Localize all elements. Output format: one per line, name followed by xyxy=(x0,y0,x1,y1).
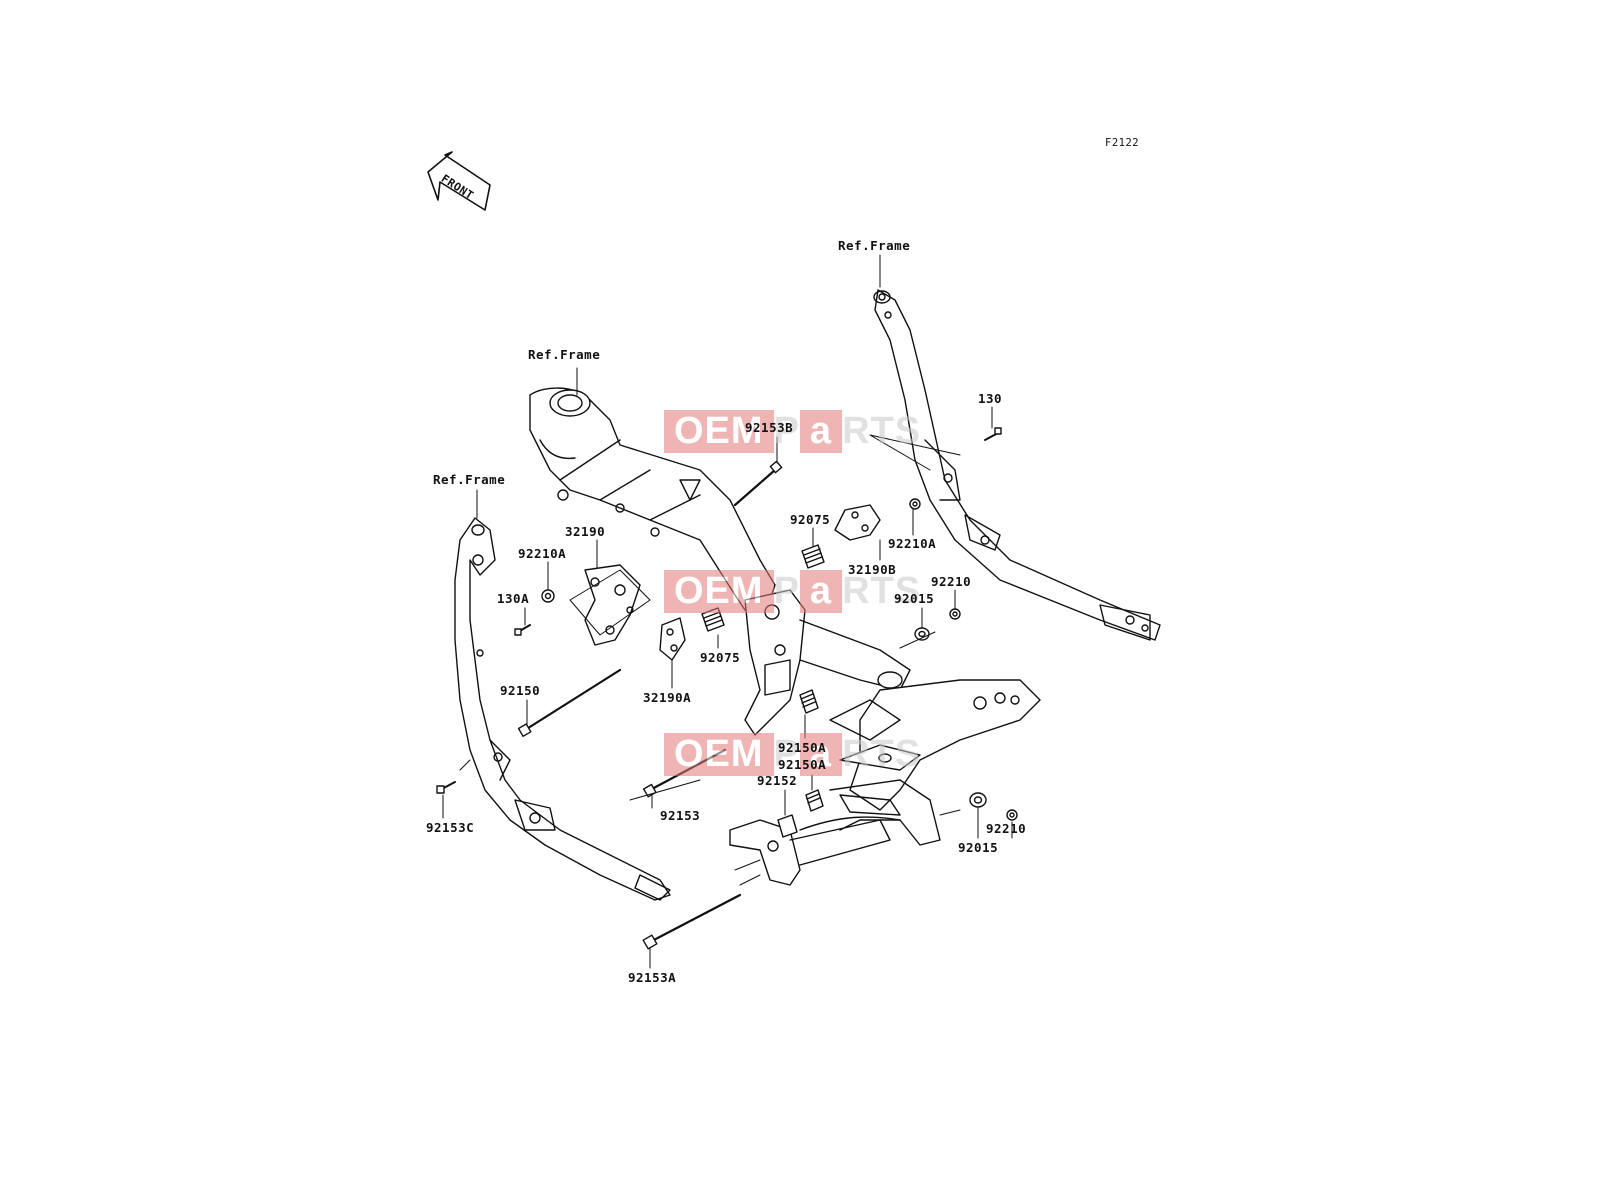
part-label-92210: 92210 xyxy=(931,574,972,589)
bolt-92150 xyxy=(517,668,622,738)
leader-lines xyxy=(442,254,1013,969)
part-label-92150a: 92150A xyxy=(778,757,827,772)
upper-frame xyxy=(529,387,776,611)
nut-92210-upper xyxy=(949,608,961,620)
watermark-p: P xyxy=(773,570,800,612)
spring-92150a-lower xyxy=(805,789,824,812)
nut-92210-lower xyxy=(1006,809,1018,821)
watermark-rts: RTS xyxy=(842,410,922,452)
spring-92150a-upper xyxy=(799,689,819,714)
watermark-a: a xyxy=(799,570,843,613)
ref-frame-label: Ref.Frame xyxy=(528,347,601,362)
collar-92152 xyxy=(777,814,798,838)
part-label-92150: 92150 xyxy=(500,683,541,698)
part-label-92210a: 92210A xyxy=(518,546,567,561)
watermark-oem: OEM xyxy=(664,733,774,776)
bolt-130a xyxy=(514,624,531,636)
washer-92015-upper xyxy=(914,627,930,641)
part-label-92015: 92015 xyxy=(958,840,999,855)
bolt-92153b xyxy=(733,460,783,507)
damper-92075-upper xyxy=(801,544,825,569)
damper-92075-lower xyxy=(701,607,725,632)
part-label-92153c: 92153C xyxy=(426,820,475,835)
bolt-92153c xyxy=(436,781,456,794)
part-label-92153: 92153 xyxy=(660,808,701,823)
watermark-a: a xyxy=(799,410,843,453)
part-label-130: 130 xyxy=(978,391,1003,406)
part-label-32190b: 32190B xyxy=(848,562,897,577)
bracket-32190b xyxy=(834,504,881,541)
part-label-92210a: 92210A xyxy=(888,536,937,551)
watermark-p: P xyxy=(773,410,800,452)
part-label-92153a: 92153A xyxy=(628,970,677,985)
left-rail xyxy=(454,517,671,901)
washer-92015-lower xyxy=(969,792,987,808)
watermark-rts: RTS xyxy=(842,733,922,775)
bolt-92153a xyxy=(642,893,742,950)
nut-92210a-left xyxy=(541,589,555,603)
watermark-oem: OEM xyxy=(664,570,774,613)
part-label-92015: 92015 xyxy=(894,591,935,606)
ref-frame-label: Ref.Frame xyxy=(838,238,911,253)
front-arrow-icon xyxy=(427,151,491,211)
center-mount xyxy=(744,589,911,736)
bracket-32190 xyxy=(584,564,641,646)
right-rail xyxy=(873,289,1161,641)
part-label-92075: 92075 xyxy=(700,650,741,665)
bracket-32190a xyxy=(659,617,686,661)
bolt-130 xyxy=(984,427,1002,441)
part-label-92150a: 92150A xyxy=(778,740,827,755)
part-label-32190: 32190 xyxy=(565,524,606,539)
watermark-p: P xyxy=(773,733,800,775)
part-label-92075: 92075 xyxy=(790,512,831,527)
part-label-130a: 130A xyxy=(497,591,530,606)
watermark-oem: OEM xyxy=(664,410,774,453)
part-label-32190a: 32190A xyxy=(643,690,692,705)
diagram-code: F2122 xyxy=(1105,137,1140,149)
nut-92210a-right xyxy=(909,498,921,510)
watermark-rts: RTS xyxy=(842,570,922,612)
part-label-92210: 92210 xyxy=(986,821,1027,836)
watermark-a: a xyxy=(799,733,843,776)
part-label-92152: 92152 xyxy=(757,773,798,788)
ref-frame-label: Ref.Frame xyxy=(433,472,506,487)
part-label-92153b: 92153B xyxy=(745,420,794,435)
